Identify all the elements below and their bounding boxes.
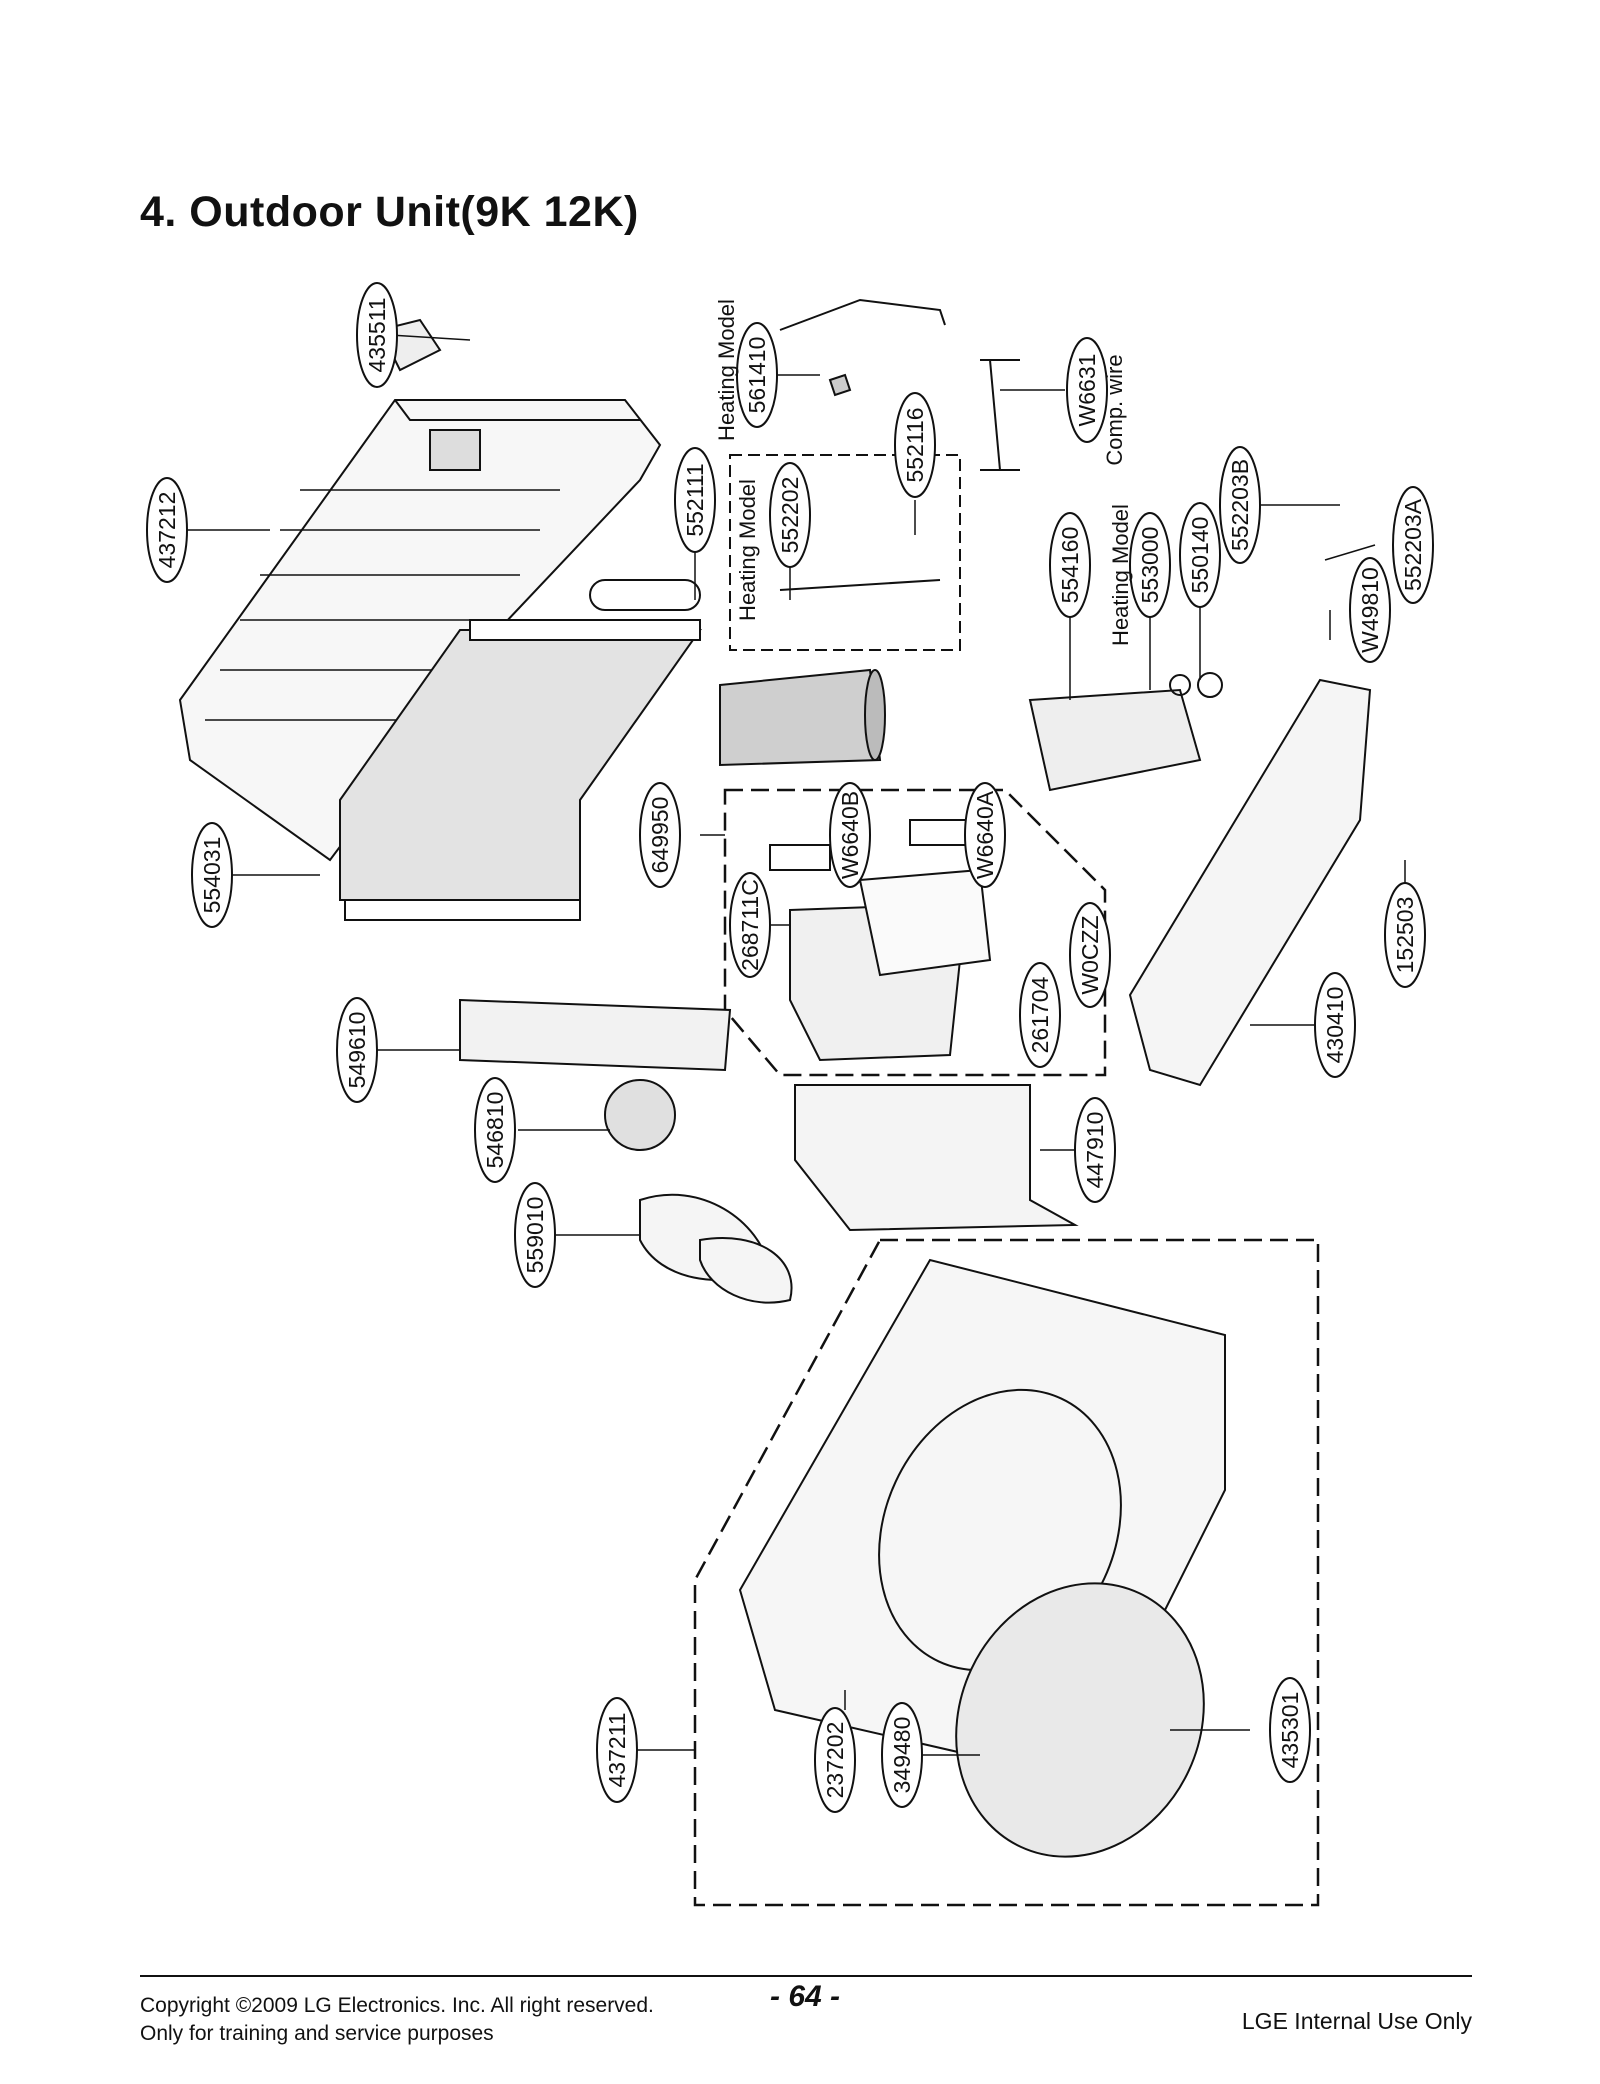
part-callout: 261704 (1019, 962, 1061, 1068)
part-label: 435301 (1277, 1692, 1303, 1769)
condenser-coil-drawing (339, 619, 702, 921)
copyright-text: Copyright ©2009 LG Electronics. Inc. All… (140, 1994, 654, 2017)
part-callout: 549610 (336, 997, 378, 1103)
part-label: 261704 (1027, 976, 1053, 1053)
part-callout: 435301 (1269, 1677, 1311, 1783)
part-callout: 237202 (814, 1707, 856, 1813)
part-label: 237202 (822, 1722, 848, 1799)
part-label: 552202 (777, 477, 803, 554)
part-label: 268711C (737, 879, 763, 971)
part-label: 561410 (744, 337, 770, 414)
part-label: 546810 (482, 1092, 508, 1169)
part-label: W6631 (1074, 354, 1100, 427)
part-label: 552116 (902, 407, 928, 482)
page-number: - 64 - (770, 1980, 841, 2013)
page-title: 4. Outdoor Unit(9K 12K) (140, 188, 639, 236)
part-label: 559010 (522, 1197, 548, 1274)
footer-copyright: Copyright ©2009 LG Electronics. Inc. All… (140, 1992, 654, 2048)
part-label: W6640A (972, 790, 998, 879)
part-label: 554031 (199, 837, 225, 914)
part-callout: 349480 (881, 1702, 923, 1808)
front-panel-outline (693, 1238, 1320, 1907)
part-label: 552203A (1400, 498, 1426, 591)
part-callout: 559010 (514, 1182, 556, 1288)
barrier-drawing (794, 1084, 1079, 1232)
part-label: 554160 (1057, 527, 1083, 604)
part-callout: 447910 (1074, 1097, 1116, 1203)
base-pan-drawing (1128, 678, 1372, 1087)
part-callout: 430410 (1314, 972, 1356, 1078)
control-box-drawing (769, 819, 992, 1062)
part-callout: W6640A (964, 782, 1006, 888)
part-label: 553000 (1137, 527, 1163, 604)
comp-wire-note: Comp. wire (1102, 354, 1127, 465)
top-cover-drawing (178, 318, 662, 862)
part-callout: 554031 (191, 822, 233, 928)
part-callout: 552111 (674, 447, 716, 553)
part-label: W49810 (1357, 567, 1383, 653)
part-label: 447910 (1082, 1112, 1108, 1189)
compressor-drawing (719, 668, 1223, 792)
part-callout: 649950 (639, 782, 681, 888)
front-panel-drawing (738, 1258, 1226, 1858)
part-label: 552203B (1227, 459, 1253, 551)
part-callout: 552203B (1219, 446, 1261, 564)
part-callout: 554160 (1049, 512, 1091, 618)
part-callout: W49810 (1349, 557, 1391, 663)
part-label: W0CZZ (1077, 915, 1103, 994)
part-label: 152503 (1392, 897, 1418, 974)
part-label: 649950 (647, 797, 673, 874)
part-label: 552111 (682, 463, 708, 536)
part-callout: 435511 (356, 282, 398, 388)
part-label: 435511 (364, 297, 390, 372)
part-callout: 552202 (769, 462, 811, 568)
heating-model-note: Heating Model (735, 479, 760, 621)
part-label: W6640B (837, 791, 863, 879)
part-label: 437211 (604, 1712, 630, 1787)
heating-model-note: Heating Model (714, 299, 739, 441)
part-callout: 437212 (146, 477, 188, 583)
part-callout: 268711C (729, 872, 771, 978)
part-label: 550140 (1187, 517, 1213, 594)
part-callout: 561410 (736, 322, 778, 428)
part-callout: W6640B (829, 782, 871, 888)
part-callout: W6631 (1066, 337, 1108, 443)
leader-lines (180, 334, 1406, 1756)
footer-divider (140, 1975, 1472, 1977)
heating-parts-drawing (589, 298, 1020, 651)
part-label: 349480 (889, 1717, 915, 1794)
motor-bracket-drawing (459, 998, 732, 1151)
training-text: Only for training and service purposes (140, 2022, 494, 2045)
part-label: 430410 (1322, 987, 1348, 1064)
part-callout: 552116 (894, 392, 936, 498)
part-callout: 437211 (596, 1697, 638, 1803)
part-callout: 553000 (1129, 512, 1171, 618)
part-callout: 152503 (1384, 882, 1426, 988)
part-label: 437212 (154, 492, 180, 569)
part-callout: 550140 (1179, 502, 1221, 608)
part-label: 549610 (344, 1012, 370, 1089)
part-callout: 546810 (474, 1077, 516, 1183)
heating-model-note: Heating Model (1108, 504, 1133, 646)
fan-drawing (639, 1193, 793, 1304)
part-callout: W0CZZ (1069, 902, 1111, 1008)
part-callout: 552203A (1392, 486, 1434, 604)
internal-use-label: LGE Internal Use Only (1241, 2008, 1472, 2034)
